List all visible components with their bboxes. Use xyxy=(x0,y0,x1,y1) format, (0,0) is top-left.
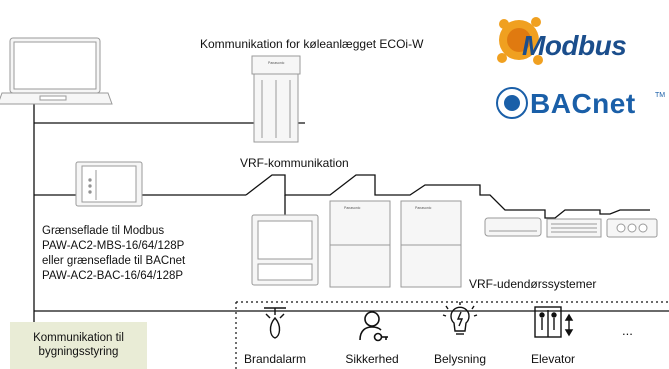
building-systems-frame xyxy=(235,301,669,369)
building-control-line-2: bygningsstyring xyxy=(38,346,119,358)
interface-line-2: PAW-AC2-MBS-16/64/128P xyxy=(42,240,185,252)
laptop-icon xyxy=(0,37,113,105)
svg-text:Panasonic: Panasonic xyxy=(344,206,361,210)
building-control-line-1: Kommunikation til xyxy=(33,332,124,344)
vrf-outdoor-label: VRF-udendørssystemer xyxy=(469,277,597,291)
building-control-box: Kommunikation til bygningsstyring xyxy=(10,322,147,369)
svg-text:Panasonic: Panasonic xyxy=(415,206,432,210)
security-icon xyxy=(359,311,388,342)
vrf-outdoor-unit-2: Panasonic xyxy=(400,200,462,288)
interface-description: Grænseflade til Modbus PAW-AC2-MBS-16/64… xyxy=(42,224,185,284)
bacnet-emblem xyxy=(496,87,528,119)
modbus-logo: Modbus xyxy=(522,30,627,61)
wall-controller xyxy=(251,214,319,286)
elevator-label: Elevator xyxy=(530,352,576,366)
vrf-bus xyxy=(245,174,650,219)
indoor-unit-wall xyxy=(484,217,542,237)
indoor-unit-duct xyxy=(546,218,602,238)
fire-alarm-icon xyxy=(264,307,286,339)
communication-title: Kommunikation for køleanlægget ECOi-W xyxy=(200,37,424,51)
interface-line-4: PAW-AC2-BAC-16/64/128P xyxy=(42,270,184,282)
vrf-communication-label: VRF-kommunikation xyxy=(240,156,349,170)
interface-line-3: eller grænseflade til BACnet xyxy=(42,255,186,267)
elevator-icon xyxy=(534,306,574,338)
lighting-icon xyxy=(442,302,478,335)
modbus-emblem xyxy=(497,17,543,65)
lighting-label: Belysning xyxy=(433,352,487,366)
fire-alarm-label: Brandalarm xyxy=(243,352,307,366)
interface-module xyxy=(75,161,143,207)
security-label: Sikkerhed xyxy=(345,352,399,366)
ecoi-w-unit: Panasonic xyxy=(251,55,301,143)
vrf-outdoor-unit-1: Panasonic xyxy=(329,200,391,288)
indoor-unit-cassette xyxy=(606,218,658,238)
bacnet-trademark: TM xyxy=(655,92,666,99)
bacnet-logo: BACnet xyxy=(530,88,636,119)
svg-text:Panasonic: Panasonic xyxy=(268,61,285,65)
interface-line-1: Grænseflade til Modbus xyxy=(42,225,165,237)
more-systems: ... xyxy=(622,323,633,338)
